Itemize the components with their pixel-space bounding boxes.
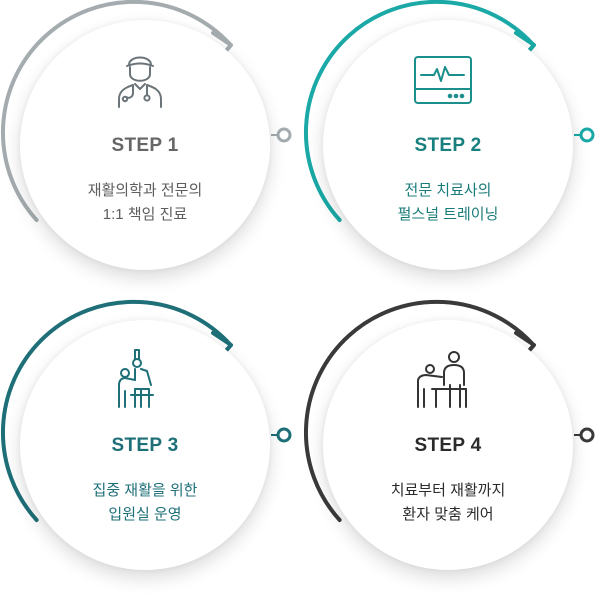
step-1-desc-line2: 1:1 책임 진료 [102, 206, 188, 223]
heart-monitor-icon [414, 56, 472, 104]
step-2-description: 전문 치료사의 펄스널 트레이닝 [323, 179, 573, 227]
step-2-card: STEP 2 전문 치료사의 펄스널 트레이닝 [303, 0, 603, 295]
doctor-icon [118, 56, 162, 108]
step-2-ring [303, 0, 595, 222]
step-4-circle [323, 320, 573, 570]
step-4-desc-line1: 치료부터 재활까지 [390, 482, 506, 499]
step-2-desc-line2: 펄스널 트레이닝 [397, 206, 499, 223]
step-3-ring [0, 299, 292, 522]
step-3-description: 집중 재활을 위한 입원실 운영 [20, 479, 270, 527]
patient-therapist-icon [118, 349, 154, 408]
step-1-title: STEP 1 [111, 135, 179, 156]
consultation-icon [417, 351, 467, 408]
step-2-title: STEP 2 [414, 135, 482, 156]
step-4-card: STEP 4 치료부터 재활까지 환자 맞춤 케어 [303, 299, 603, 595]
step-3-desc-line2: 입원실 운영 [108, 506, 182, 523]
step-4-title: STEP 4 [414, 435, 482, 456]
step-3-card: STEP 3 집중 재활을 위한 입원실 운영 [0, 299, 305, 595]
step-4-description: 치료부터 재활까지 환자 맞춤 케어 [323, 479, 573, 527]
step-1-desc-line1: 재활의학과 전문의 [87, 182, 203, 199]
step-1-card: STEP 1 재활의학과 전문의 1:1 책임 진료 [0, 0, 305, 295]
step-3-title: STEP 3 [111, 435, 179, 456]
step-1-circle [20, 20, 270, 270]
step-4-desc-line2: 환자 맞춤 케어 [402, 506, 494, 523]
step-2-desc-line1: 전문 치료사의 [404, 182, 492, 199]
step-2-circle [323, 20, 573, 270]
step-1-description: 재활의학과 전문의 1:1 책임 진료 [20, 179, 270, 227]
step-3-desc-line1: 집중 재활을 위한 [92, 482, 198, 499]
step-3-circle [20, 320, 270, 570]
